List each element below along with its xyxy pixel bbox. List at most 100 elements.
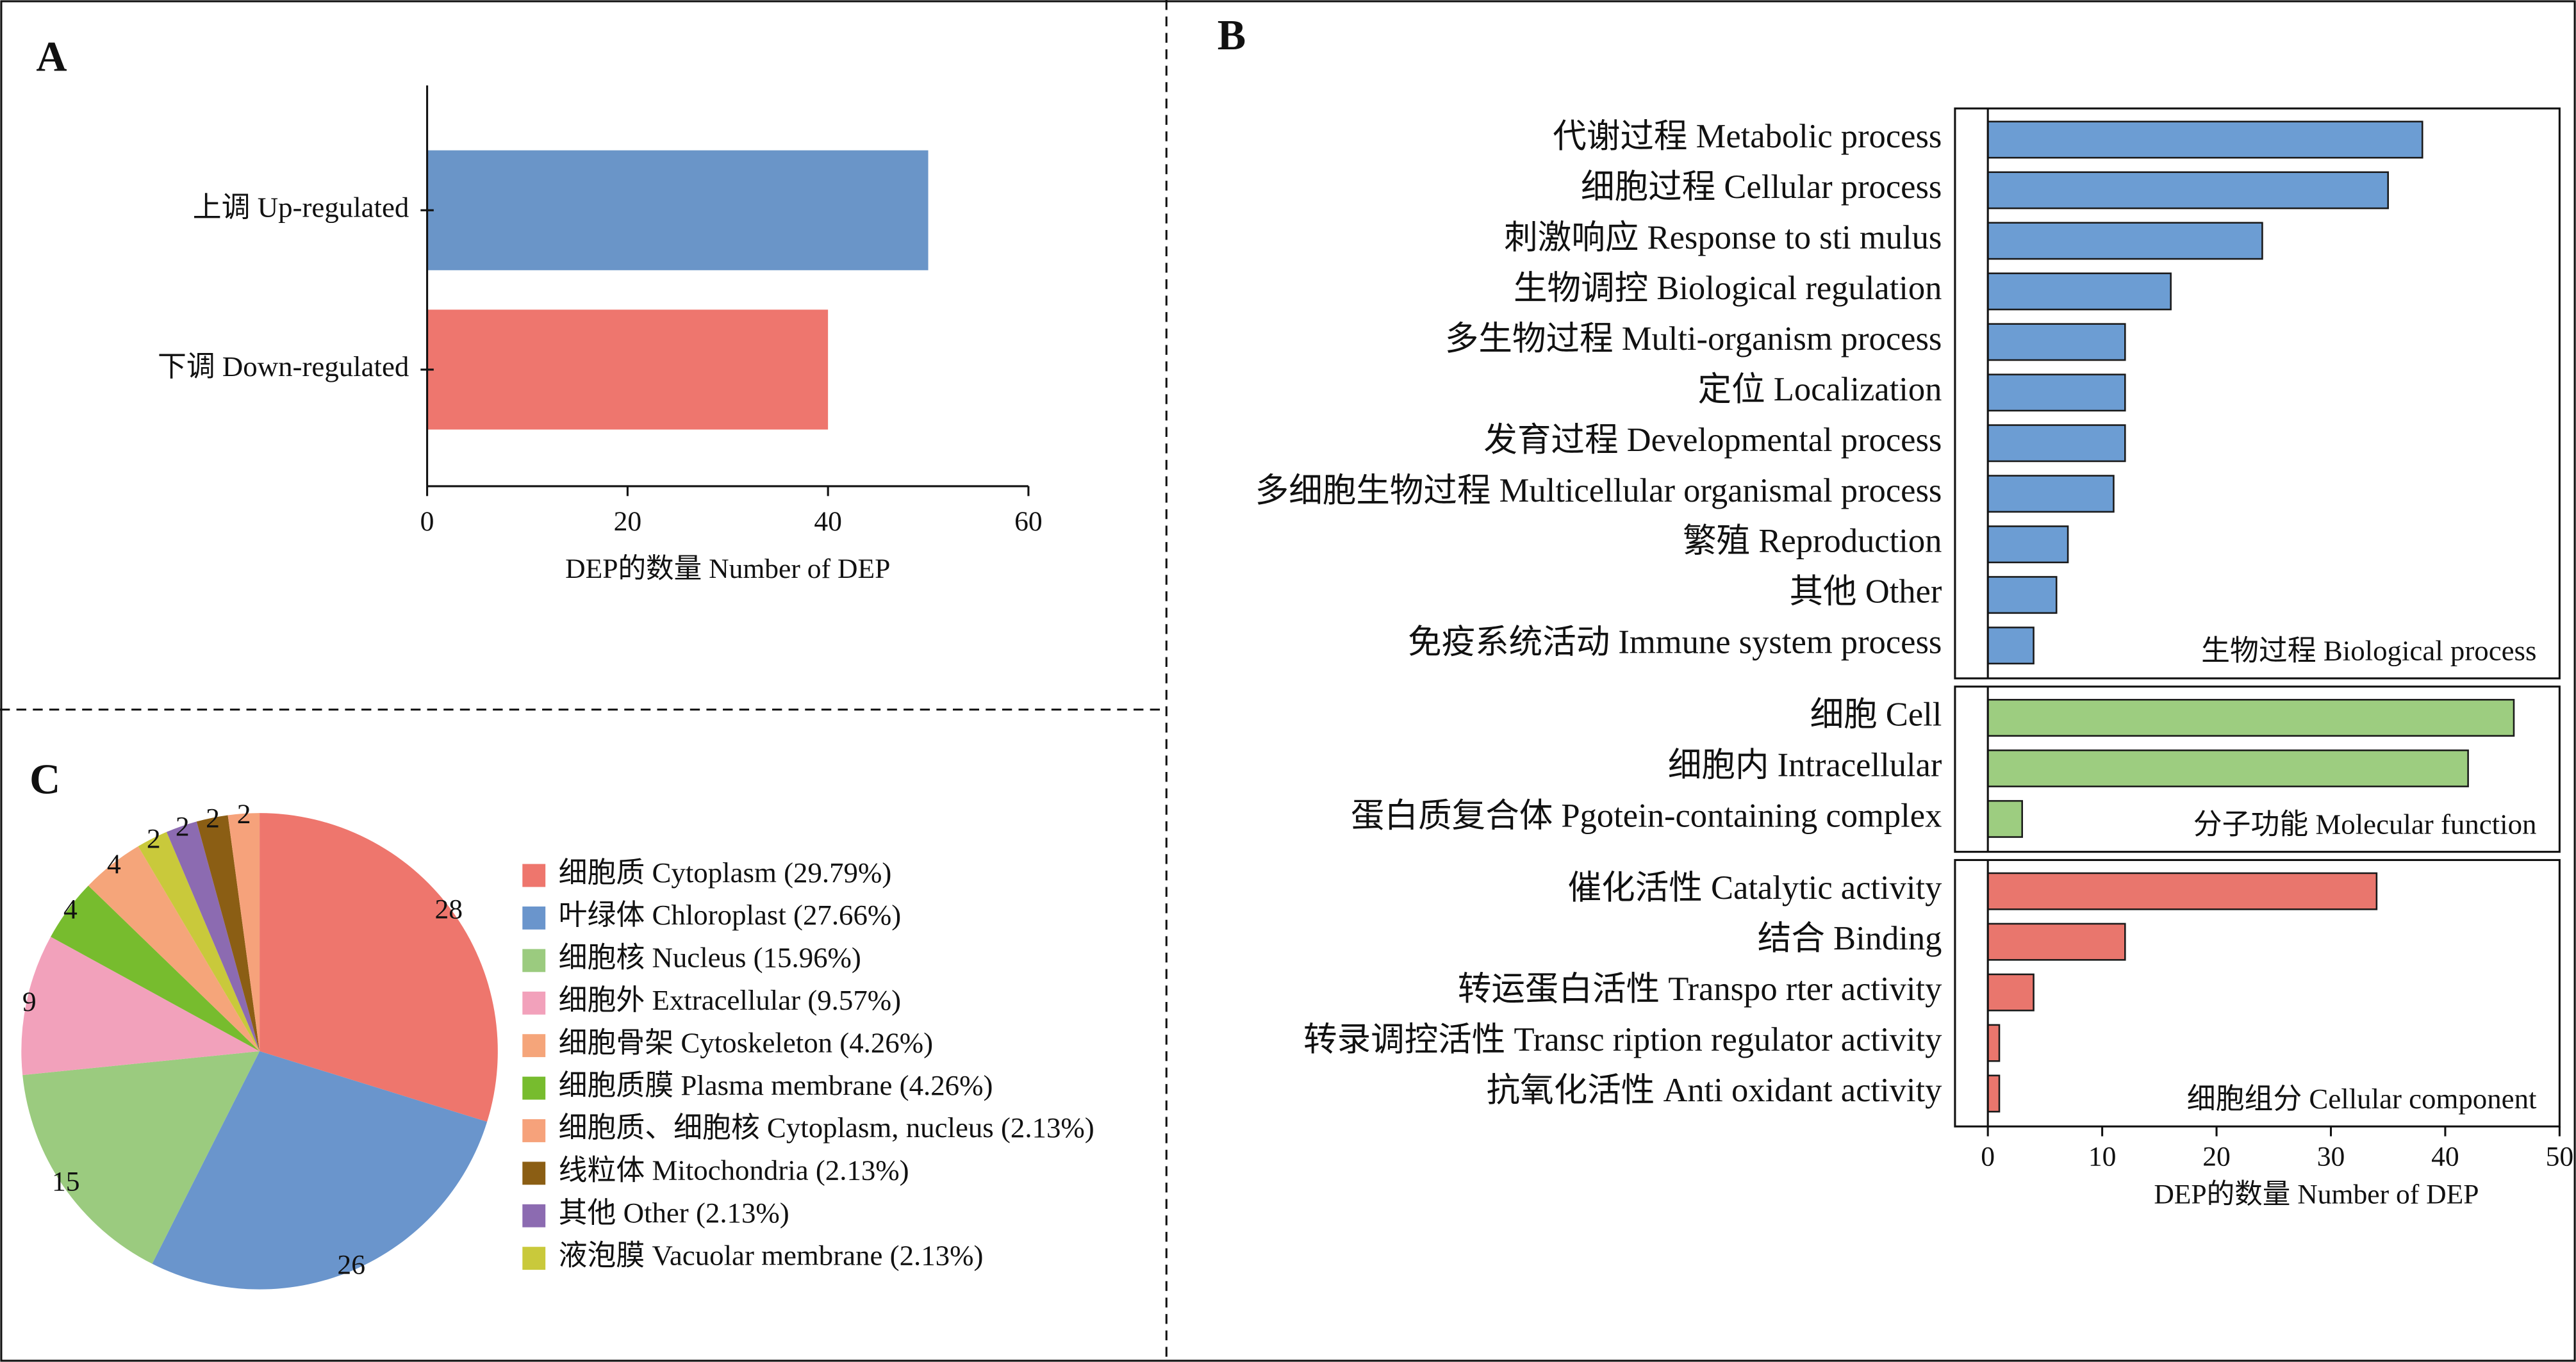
- panel-b-bar-chart: 代谢过程 Metabolic process 细胞过程 Cellular proc…: [1255, 107, 2574, 1210]
- category-label: 发育过程 Developmental process: [1483, 422, 1942, 459]
- bar: [1986, 1024, 2001, 1062]
- bar: [1986, 222, 2263, 260]
- group-box: [1954, 107, 2561, 680]
- category-label: 结合 Binding: [1758, 920, 1942, 957]
- pie-slice: [260, 813, 498, 1122]
- pie-slice-label: 4: [63, 894, 78, 924]
- legend-label: 线粒体 Mitochondria (2.13%): [559, 1154, 909, 1186]
- bar: [1986, 120, 2423, 159]
- x-axis-label: DEP的数量 Number of DEP: [565, 554, 890, 584]
- category-label: 细胞过程 Cellular process: [1581, 168, 1942, 206]
- pie-slice: [152, 1051, 488, 1290]
- pie-slice: [88, 846, 260, 1051]
- group-label: 生物过程 Biological process: [2201, 635, 2536, 667]
- group-label: 分子功能 Molecular function: [2193, 808, 2537, 840]
- group-label: 细胞组分 Cellular component: [2187, 1083, 2537, 1115]
- category-label: 下调 Down-regulated: [158, 350, 409, 382]
- legend-label: 细胞核 Nucleus (15.96%): [559, 942, 861, 974]
- category-label: 多生物过程 Multi-organism process: [1445, 320, 1942, 357]
- pie-slice-label: 9: [22, 987, 37, 1017]
- category-label: 生物调控 Biological regulation: [1514, 270, 1942, 307]
- x-tick-label: 60: [1014, 506, 1043, 537]
- category-label: 细胞 Cell: [1810, 696, 1942, 733]
- x-tick-label: 40: [2431, 1142, 2459, 1172]
- pie-slice: [166, 821, 260, 1051]
- legend-swatch: [522, 907, 546, 930]
- category-label: 转录调控活性 Transc ription regulator activity: [1303, 1021, 1942, 1058]
- legend-label: 液泡膜 Vacuolar membrane (2.13%): [559, 1239, 984, 1271]
- panel-label-c: C: [29, 756, 60, 803]
- pie-slice: [51, 885, 260, 1051]
- category-label: 刺激响应 Response to sti mulus: [1504, 219, 1942, 256]
- category-label: 细胞内 Intracellular: [1668, 746, 1942, 784]
- category-label: 其他 Other: [1790, 573, 1942, 611]
- legend-swatch: [522, 864, 546, 887]
- legend-swatch: [522, 991, 546, 1015]
- pie-slice-label: 4: [107, 849, 121, 880]
- category-label: 蛋白质复合体 Pgotein-containing complex: [1351, 797, 1942, 834]
- x-tick-label: 0: [420, 506, 434, 537]
- category-label: 免疫系统活动 Immune system process: [1408, 624, 1942, 661]
- legend-label: 其他 Other (2.13%): [559, 1197, 789, 1229]
- pie-slice: [21, 937, 260, 1076]
- bar: [427, 309, 829, 430]
- x-tick-label: 50: [2546, 1142, 2574, 1172]
- legend-label: 细胞质、细胞核 Cytoplasm, nucleus (2.13%): [559, 1112, 1094, 1144]
- bar: [1986, 373, 2126, 412]
- pie-slice: [138, 832, 260, 1051]
- legend-label: 细胞质 Cytoplasm (29.79%): [559, 857, 892, 889]
- panel-label-b: B: [1218, 12, 1246, 59]
- bar: [1986, 800, 2023, 838]
- category-label: 上调 Up-regulated: [193, 192, 409, 224]
- bar: [1986, 627, 2035, 665]
- category-label: 多细胞生物过程 Multicellular organismal process: [1255, 472, 1942, 509]
- x-tick-label: 0: [1981, 1142, 1995, 1172]
- pie-slice-label: 15: [52, 1166, 80, 1197]
- pie-slice-label: 2: [206, 803, 220, 834]
- bar: [1986, 171, 2389, 209]
- x-axis-label: DEP的数量 Number of DEP: [2154, 1179, 2479, 1210]
- bar: [1986, 272, 2172, 311]
- pie-slice-label: 2: [147, 824, 161, 855]
- legend-swatch: [522, 1119, 546, 1142]
- bar: [1986, 749, 2469, 787]
- bar: [1986, 525, 2069, 564]
- bar: [1986, 698, 2515, 737]
- bar: [1986, 424, 2126, 463]
- x-tick-label: 20: [2202, 1142, 2231, 1172]
- legend-swatch: [522, 949, 546, 972]
- bar: [1986, 323, 2126, 361]
- legend-label: 叶绿体 Chloroplast (27.66%): [559, 899, 902, 931]
- legend-swatch: [522, 1076, 546, 1100]
- category-label: 抗氧化活性 Anti oxidant activity: [1487, 1072, 1942, 1109]
- bar: [427, 150, 929, 270]
- category-label: 转运蛋白活性 Transpo rter activity: [1458, 971, 1942, 1008]
- category-label: 催化活性 Catalytic activity: [1568, 869, 1942, 907]
- legend-swatch: [522, 1204, 546, 1227]
- group-box: [1954, 685, 2561, 853]
- pie-slice: [227, 813, 260, 1051]
- pie-slice-label: 2: [176, 812, 190, 842]
- group-box: [1954, 858, 2561, 1128]
- pie-slice-label: 2: [237, 799, 251, 830]
- legend-label: 细胞质膜 Plasma membrane (4.26%): [559, 1069, 993, 1101]
- panel-a-bar-chart: 上调 Up-regulated 下调 Down-regulated 0 20 40 60D…: [158, 85, 1043, 584]
- category-label: 繁殖 Reproduction: [1683, 523, 1942, 560]
- bar: [1986, 1074, 2001, 1113]
- pie-slice-label: 26: [337, 1249, 365, 1280]
- bar: [1986, 973, 2035, 1012]
- category-label: 代谢过程 Metabolic process: [1553, 118, 1942, 155]
- pie-slice: [22, 1051, 260, 1264]
- pie-slice-label: 28: [434, 894, 463, 924]
- x-tick-label: 20: [614, 506, 642, 537]
- bar: [1986, 576, 2058, 614]
- bar: [1986, 923, 2126, 961]
- bar: [1986, 872, 2378, 910]
- legend-swatch: [522, 1247, 546, 1270]
- bar: [1986, 475, 2115, 513]
- pie-slice: [196, 815, 260, 1051]
- x-tick-label: 40: [814, 506, 842, 537]
